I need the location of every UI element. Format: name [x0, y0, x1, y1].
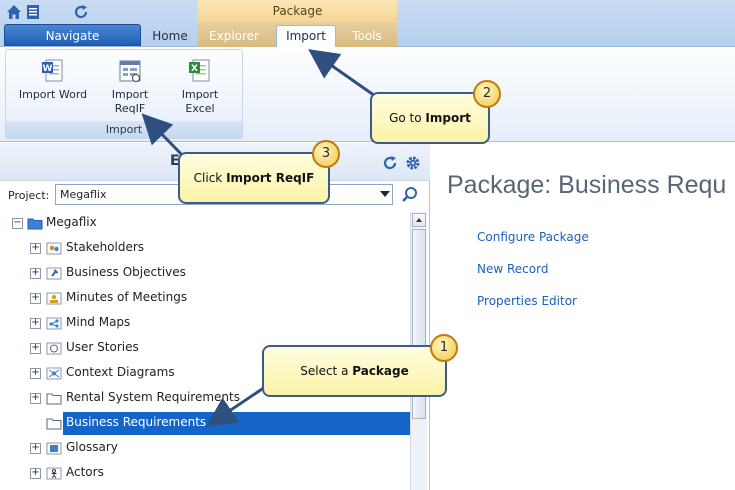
gear-icon[interactable]	[404, 154, 422, 172]
folder-icon	[46, 418, 62, 430]
folder-icon	[46, 393, 62, 405]
chevron-down-icon	[380, 191, 390, 197]
navigate-button[interactable]: Navigate	[4, 24, 141, 46]
folder-blue-icon	[27, 218, 43, 230]
excel-document-icon: X	[189, 59, 210, 82]
ribbon: W Import Word Import ReqIF X Import	[0, 47, 735, 142]
tree-item[interactable]: + Business Objectives	[0, 262, 410, 284]
properties-editor-link[interactable]: Properties Editor	[477, 294, 577, 308]
tree-item[interactable]: + Rental System Requirements	[0, 387, 410, 409]
tree-item-label: Context Diagrams	[66, 365, 175, 379]
tree-item-selected[interactable]: Business Requirements	[0, 412, 410, 435]
step-badge-2: 2	[473, 80, 501, 108]
stakeholders-icon	[46, 242, 62, 255]
glossary-icon	[46, 442, 62, 455]
import-excel-label-line2: Excel	[185, 102, 215, 115]
tree-item-label: Business Requirements	[66, 415, 207, 429]
list-icon[interactable]	[24, 3, 42, 21]
expand-toggle[interactable]: +	[30, 317, 41, 329]
project-select-value: Megaflix	[60, 188, 107, 201]
import-reqif-label-line1: Import	[111, 88, 149, 101]
tree-item[interactable]: + Glossary	[0, 437, 410, 459]
tree-item-label: Actors	[66, 465, 104, 479]
tree-item-label: Mind Maps	[66, 315, 131, 329]
user-story-icon	[46, 342, 62, 355]
step-badge-3: 3	[312, 140, 340, 168]
tree-item-label: Business Objectives	[66, 265, 186, 279]
tree-item-label: Rental System Requirements	[66, 390, 240, 404]
tree-item[interactable]: + Minutes of Meetings	[0, 287, 410, 309]
callout-select-package: Select a Package	[262, 345, 447, 397]
actor-icon	[46, 467, 62, 480]
context-diagram-icon	[46, 367, 62, 380]
callout-click-import-reqif: Click Import ReqIF	[178, 152, 330, 204]
tree-item[interactable]: + Context Diagrams	[0, 362, 410, 384]
scroll-up-button[interactable]	[412, 213, 426, 227]
tree-root[interactable]: − Megaflix	[0, 212, 410, 234]
callout-go-to-import: Go to Import	[370, 92, 490, 144]
expand-toggle[interactable]: +	[30, 342, 41, 354]
new-record-link[interactable]: New Record	[477, 262, 549, 276]
step-badge-1: 1	[430, 334, 458, 362]
tree-item-label: User Stories	[66, 340, 139, 354]
tab-tools[interactable]: Tools	[352, 29, 382, 43]
tab-home[interactable]: Home	[152, 29, 188, 43]
tree-item[interactable]: + Actors	[0, 462, 410, 484]
reqif-document-icon	[119, 60, 141, 82]
import-reqif-button[interactable]: Import ReqIF	[102, 58, 158, 116]
meeting-icon	[46, 292, 62, 305]
tree-item[interactable]: + Stakeholders	[0, 237, 410, 259]
svg-text:W: W	[43, 64, 53, 74]
home-icon[interactable]	[5, 3, 23, 21]
title-bar: Package Navigate Home Explorer Import To…	[0, 0, 735, 48]
svg-text:X: X	[191, 64, 198, 74]
ribbon-group-label: Import	[6, 121, 242, 138]
expand-toggle[interactable]: +	[30, 442, 41, 454]
tree-root-label: Megaflix	[46, 215, 97, 229]
word-document-icon: W	[42, 59, 63, 82]
import-excel-button[interactable]: X Import Excel	[172, 58, 228, 116]
configure-package-link[interactable]: Configure Package	[477, 230, 589, 244]
expand-toggle[interactable]: +	[30, 267, 41, 279]
context-tab-label: Package	[198, 0, 397, 22]
tree-item-label: Stakeholders	[66, 240, 145, 254]
expand-toggle[interactable]: +	[30, 292, 41, 304]
import-excel-label-line1: Import	[181, 88, 219, 101]
tree-item-label: Glossary	[66, 440, 118, 454]
tab-explorer[interactable]: Explorer	[209, 29, 259, 43]
tree-item[interactable]: + Mind Maps	[0, 312, 410, 334]
ribbon-group-import: W Import Word Import ReqIF X Import	[5, 49, 243, 139]
expand-toggle[interactable]: +	[30, 467, 41, 479]
project-label: Project:	[8, 189, 50, 202]
collapse-toggle[interactable]: −	[12, 217, 23, 229]
refresh-icon[interactable]	[381, 154, 399, 172]
tab-import[interactable]: Import	[276, 25, 336, 48]
mind-map-icon	[46, 317, 62, 330]
import-word-button[interactable]: W Import Word	[16, 58, 90, 102]
search-icon[interactable]	[400, 185, 420, 205]
page-title: Package: Business Requ	[447, 171, 727, 199]
import-word-label: Import Word	[18, 88, 88, 101]
pin-icon	[46, 267, 62, 280]
import-reqif-label-line2: ReqIF	[114, 102, 146, 115]
expand-toggle[interactable]: +	[30, 242, 41, 254]
expand-toggle[interactable]: +	[30, 392, 41, 404]
tree-item[interactable]: + User Stories	[0, 337, 410, 359]
chevron-up-icon	[416, 218, 422, 222]
tree-item-label: Minutes of Meetings	[66, 290, 188, 304]
refresh-icon[interactable]	[72, 3, 90, 21]
expand-toggle[interactable]: +	[30, 367, 41, 379]
package-content: Package: Business Requ Configure Package…	[431, 143, 735, 490]
